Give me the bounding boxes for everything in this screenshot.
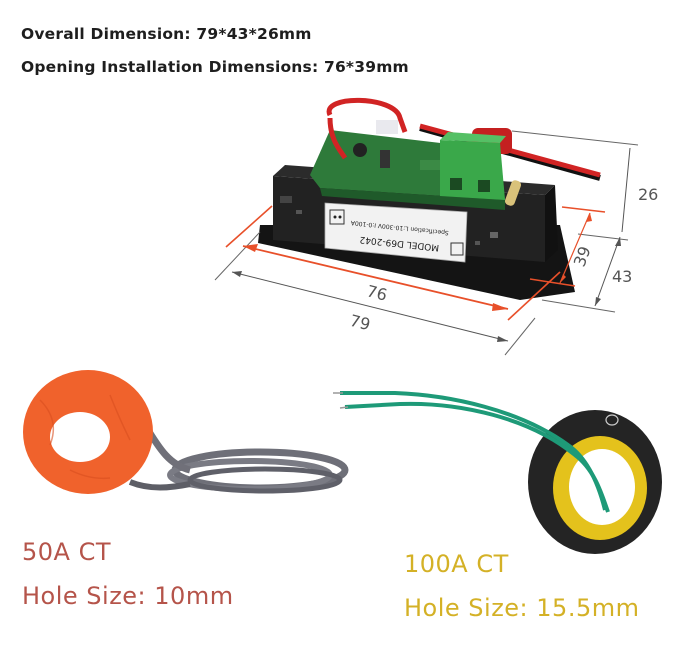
ct-100a-image — [333, 391, 662, 554]
dimension-lines: 79 76 26 39 43 — [214, 130, 658, 356]
ct-50a-image — [23, 370, 349, 494]
ct-50a-title: 50A CT — [22, 538, 112, 566]
dim-26-label: 26 — [638, 185, 658, 204]
ct-50a-hole-size: Hole Size: 10mm — [22, 582, 234, 610]
dim-43-label: 43 — [612, 267, 632, 286]
dim-79-label: 79 — [348, 311, 372, 334]
opening-dimension-text: Opening Installation Dimensions: 76*39mm — [21, 58, 409, 76]
dim-76-label: 76 — [365, 281, 389, 304]
model-label: MODEL D69-2042 Specification L:10-300V I… — [324, 202, 468, 263]
ct-100a-title: 100A CT — [404, 550, 509, 578]
panel-meter-image: MODEL D69-2042 Specification L:10-300V I… — [258, 97, 601, 300]
overall-dimension-text: Overall Dimension: 79*43*26mm — [21, 25, 312, 43]
ct-100a-hole-size: Hole Size: 15.5mm — [404, 594, 640, 622]
dim-39-label: 39 — [570, 244, 595, 270]
